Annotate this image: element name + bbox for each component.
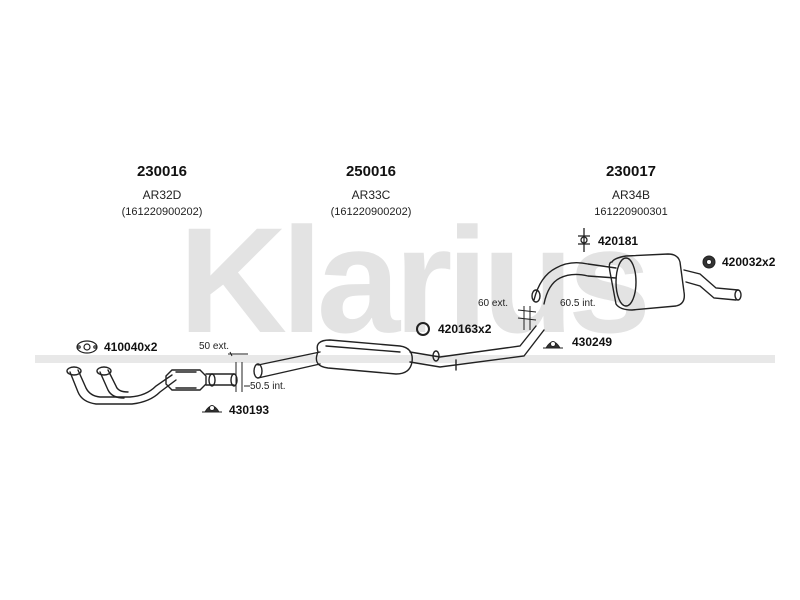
- section-3-code: AR34B: [611, 188, 651, 202]
- section-1-part-number: 230016: [136, 163, 188, 180]
- front-ext-dimension: 50 ext.: [199, 341, 230, 352]
- clamp-part-label: 420181: [598, 234, 639, 248]
- hanger-front-part-label: 430193: [229, 403, 270, 417]
- front-int-dimension: 50.5 int.: [250, 381, 286, 392]
- watermark-text: Klarius: [179, 196, 646, 364]
- ring-icon: [416, 322, 430, 336]
- middle-pipe: [253, 325, 545, 379]
- ring-part-label: 420163x2: [438, 322, 492, 336]
- section-2-ref: (161220900202): [330, 206, 412, 218]
- section-1-ref: (161220900202): [121, 206, 203, 218]
- front-joint: [228, 351, 250, 392]
- rubber-ring-part-label: 420032x2: [722, 255, 776, 269]
- hanger-rear-part-label: 430249: [572, 335, 613, 349]
- section-3-part-number: 230017: [605, 163, 657, 180]
- hanger-front-icon: [202, 405, 222, 413]
- gasket-part-label: 410040x2: [104, 340, 158, 354]
- section-1-code: AR32D: [142, 188, 182, 202]
- front-pipe: [66, 366, 238, 405]
- section-3-ref: 161220900301: [594, 206, 668, 218]
- rubber-ring-icon: [702, 255, 716, 269]
- rear-joint: [517, 306, 537, 330]
- gasket-icon: [76, 340, 98, 354]
- rear-pipe: [531, 253, 742, 311]
- rear-int-dimension: 60.5 int.: [560, 298, 596, 309]
- section-2-code: AR33C: [351, 188, 391, 202]
- watermark-underline: [35, 355, 775, 363]
- clamp-icon: [578, 228, 590, 252]
- section-2-part-number: 250016: [345, 163, 397, 180]
- rear-ext-dimension: 60 ext.: [478, 298, 509, 309]
- hanger-rear-icon: [543, 341, 563, 349]
